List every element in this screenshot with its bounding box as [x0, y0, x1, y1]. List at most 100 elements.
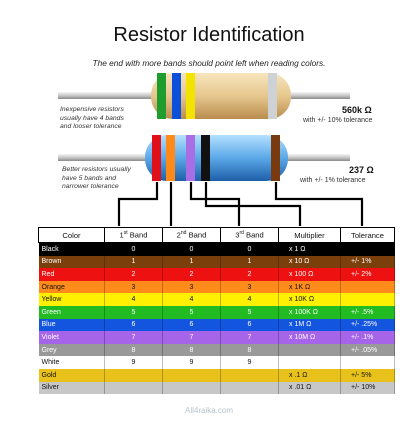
band2-cell — [162, 368, 221, 382]
band1-cell: 0 — [104, 242, 163, 256]
band1-cell: 9 — [104, 356, 163, 369]
multiplier-cell: x 100 Ω — [278, 268, 341, 281]
note-line: have 5 bands and — [62, 174, 117, 182]
band1-cell: 8 — [104, 343, 163, 357]
tolerance-cell: +/- .5% — [340, 305, 395, 319]
band1-cell: 2 — [104, 268, 163, 281]
resistor-body — [145, 135, 288, 181]
band2-cell: 7 — [162, 331, 221, 344]
band2-cell: 9 — [162, 356, 221, 369]
header-band2: 2nd Band — [162, 227, 221, 243]
band3-cell: 7 — [220, 331, 279, 344]
band3-cell — [220, 381, 279, 395]
tolerance-cell: +/- .1% — [340, 331, 395, 344]
resistor-5band — [58, 135, 350, 181]
note-line: and looser tolerance — [60, 123, 122, 131]
color-band — [157, 73, 166, 119]
tolerance-5band: with +/- 1% tolerance — [300, 177, 366, 184]
color-name-cell: Grey — [38, 343, 105, 357]
color-band — [268, 73, 277, 119]
tolerance-cell: +/- 10% — [340, 381, 395, 395]
header-multiplier: Multiplier — [278, 227, 341, 243]
connector-band1 — [117, 182, 159, 226]
band1-cell: 4 — [104, 293, 163, 306]
tolerance-cell: +/- 2% — [340, 268, 395, 281]
band1-cell: 5 — [104, 305, 163, 319]
tolerance-cell — [340, 293, 395, 306]
header-color: Color — [38, 227, 105, 243]
color-name-cell: Gold — [38, 368, 105, 382]
color-band — [271, 135, 280, 181]
multiplier-cell — [278, 356, 341, 369]
multiplier-cell: x 1K Ω — [278, 280, 341, 294]
tolerance-cell — [340, 242, 395, 256]
lead-right — [284, 92, 350, 99]
multiplier-cell: x .01 Ω — [278, 381, 341, 395]
color-name-cell: Green — [38, 305, 105, 319]
band2-cell: 6 — [162, 318, 221, 332]
band3-cell: 1 — [220, 255, 279, 269]
band3-cell: 8 — [220, 343, 279, 357]
note-4band: Inexpensive resistors usually have 4 ban… — [60, 106, 124, 132]
band3-cell: 5 — [220, 305, 279, 319]
band2-cell — [162, 381, 221, 395]
band2-cell: 0 — [162, 242, 221, 256]
band1-cell — [104, 381, 163, 395]
color-band — [201, 135, 210, 181]
band1-cell: 1 — [104, 255, 163, 269]
header-band1: 1st Band — [104, 227, 163, 243]
color-band — [172, 73, 181, 119]
tolerance-cell: +/- .05% — [340, 343, 395, 357]
color-name-cell: Orange — [38, 280, 105, 294]
band3-cell: 9 — [220, 356, 279, 369]
color-band — [186, 135, 195, 181]
note-line: Inexpensive resistors — [60, 106, 124, 113]
band3-cell — [220, 368, 279, 382]
color-band — [186, 73, 195, 119]
band2-cell: 2 — [162, 268, 221, 281]
band1-cell: 6 — [104, 318, 163, 332]
connector-band3 — [189, 182, 241, 226]
subtitle: The end with more bands should point lef… — [92, 58, 326, 68]
color-band — [152, 135, 161, 181]
tolerance-4band: with +/- 10% tolerance — [303, 117, 373, 124]
note-5band: Better resistors usually have 5 bands an… — [62, 166, 131, 192]
resistor-4band — [58, 73, 350, 119]
connector-lines — [117, 182, 364, 226]
multiplier-cell: x 100K Ω — [278, 305, 341, 319]
color-band — [166, 135, 175, 181]
lead-left — [58, 92, 166, 99]
multiplier-cell: x 10K Ω — [278, 293, 341, 306]
watermark: All4raika.com — [184, 406, 233, 415]
connector-multiplier — [204, 182, 302, 226]
band2-cell: 1 — [162, 255, 221, 269]
note-line: usually have 4 bands — [60, 114, 124, 122]
band1-cell: 7 — [104, 331, 163, 344]
page-title: Resistor Identification — [113, 24, 305, 46]
band3-cell: 0 — [220, 242, 279, 256]
color-name-cell: Blue — [38, 318, 105, 332]
band-group — [152, 135, 280, 181]
table-header-row: Color 1st Band 2nd Band 3rd Band Multipl… — [38, 227, 395, 243]
band1-cell — [104, 368, 163, 382]
band2-cell: 8 — [162, 343, 221, 357]
band3-cell: 2 — [220, 268, 279, 281]
band-group — [157, 73, 277, 119]
multiplier-cell: x 1 Ω — [278, 242, 341, 256]
band1-cell: 3 — [104, 280, 163, 294]
multiplier-cell: x 1M Ω — [278, 318, 341, 332]
connector-tolerance — [274, 182, 364, 226]
color-name-cell: Black — [38, 242, 105, 256]
